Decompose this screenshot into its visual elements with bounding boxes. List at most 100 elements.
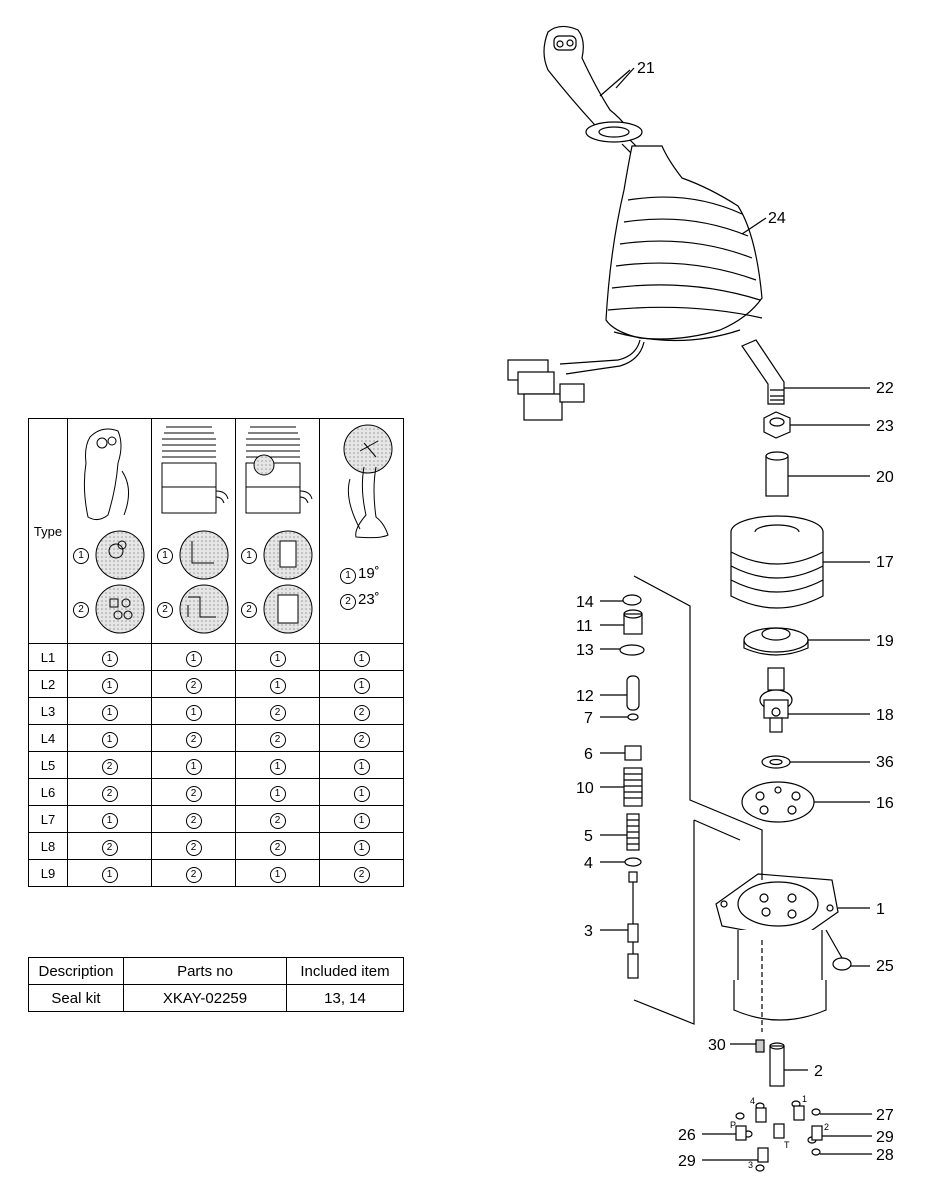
type-row-label: L5 (28, 751, 68, 779)
switch-option-2-mark: 2 (157, 602, 173, 618)
callout-18: 18 (876, 707, 894, 724)
option-mark: 2 (269, 704, 286, 721)
type-col-switch: 1 2 (151, 418, 236, 644)
seal-kit-header-included: Included item (286, 957, 404, 985)
callout-4: 4 (584, 855, 593, 872)
type-row-cell: 2 (151, 805, 236, 833)
callout-36: 36 (876, 754, 894, 771)
type-row-cell: 2 (151, 859, 236, 887)
option-mark: 1 (185, 758, 202, 775)
type-row-cell: 2 (67, 778, 152, 806)
type-row-cell: 1 (67, 724, 152, 752)
callout-16: 16 (876, 795, 894, 812)
type-row-cell: 2 (151, 778, 236, 806)
option-mark: 1 (101, 677, 118, 694)
angle-option-2-value: 23˚ (358, 591, 380, 608)
option-mark: 1 (269, 677, 286, 694)
connector-option-1-mark: 1 (241, 548, 257, 564)
callout-24: 24 (768, 210, 786, 227)
type-row-cell: 1 (319, 778, 404, 806)
callout-6: 6 (584, 746, 593, 763)
callout-27: 27 (876, 1107, 894, 1124)
callout-2: 2 (814, 1063, 823, 1080)
callout-11: 11 (576, 618, 593, 635)
option-mark: 1 (353, 650, 370, 667)
port-label-2: 2 (824, 1122, 829, 1132)
exploded-frame (633, 575, 763, 1025)
switch-detail-drawing (161, 426, 229, 634)
callout-7: 7 (584, 710, 593, 727)
option-mark: 1 (269, 758, 286, 775)
type-row-cell: 1 (319, 670, 404, 698)
type-row-cell: 2 (319, 859, 404, 887)
type-row-cell: 1 (319, 832, 404, 860)
option-mark: 2 (353, 704, 370, 721)
connector-option-2-mark: 2 (241, 602, 257, 618)
option-mark: 2 (185, 785, 202, 802)
rubber-boot-part (605, 145, 763, 342)
type-col-connector: 1 2 (235, 418, 320, 644)
type-row-cell: 1 (67, 697, 152, 725)
type-row-label: L9 (28, 859, 68, 887)
option-mark: 1 (185, 704, 202, 721)
type-row-cell: 2 (151, 670, 236, 698)
type-row-cell: 1 (67, 643, 152, 671)
type-row-cell: 1 (67, 805, 152, 833)
callout-30: 30 (708, 1037, 726, 1054)
callout-5: 5 (584, 828, 593, 845)
option-mark: 1 (353, 677, 370, 694)
angle-option-1-mark: 1 (340, 568, 356, 584)
option-mark: 1 (269, 650, 286, 667)
seal-kit-header-description: Description (28, 957, 124, 985)
type-row-cell: 1 (67, 859, 152, 887)
washer-part (761, 755, 791, 769)
option-mark: 2 (353, 731, 370, 748)
set-screw-part (755, 1039, 765, 1053)
connector-detail-drawing (245, 426, 313, 634)
option-mark: 2 (101, 839, 118, 856)
port-label-p: P (730, 1120, 736, 1130)
seal-kit-header-parts-no: Parts no (123, 957, 287, 985)
callout-23: 23 (876, 418, 894, 435)
type-row-cell: 1 (319, 805, 404, 833)
type-row-cell: 1 (151, 751, 236, 779)
option-mark: 1 (269, 866, 286, 883)
option-mark: 2 (185, 677, 202, 694)
type-table: Type 1 2 (28, 418, 404, 887)
option-mark: 1 (101, 704, 118, 721)
joystick-handle-part (543, 25, 647, 163)
universal-joint-part (759, 667, 793, 733)
callout-22: 22 (876, 380, 894, 397)
seal-kit-description: Seal kit (28, 984, 124, 1012)
type-row-cell: 1 (67, 670, 152, 698)
type-row-cell: 1 (235, 778, 320, 806)
type-row-label: L1 (28, 643, 68, 671)
port-label-4: 4 (750, 1096, 755, 1106)
option-mark: 1 (185, 650, 202, 667)
type-header-label: Type (28, 418, 68, 644)
type-row-label: L4 (28, 724, 68, 752)
port-label-1: 1 (802, 1094, 807, 1104)
angle-option-2-mark: 2 (340, 594, 356, 610)
cam-plate-part (741, 781, 815, 823)
option-mark: 1 (101, 650, 118, 667)
type-row-cell: 1 (319, 643, 404, 671)
type-row-label: L8 (28, 832, 68, 860)
bellows-part (730, 515, 824, 609)
port-label-t: T (784, 1140, 790, 1150)
option-mark: 2 (185, 731, 202, 748)
option-mark: 1 (269, 785, 286, 802)
option-mark: 1 (353, 785, 370, 802)
option-mark: 1 (101, 812, 118, 829)
disc-plate-part (743, 627, 809, 656)
seal-kit-table: Description Parts no Included item Seal … (28, 957, 404, 1012)
